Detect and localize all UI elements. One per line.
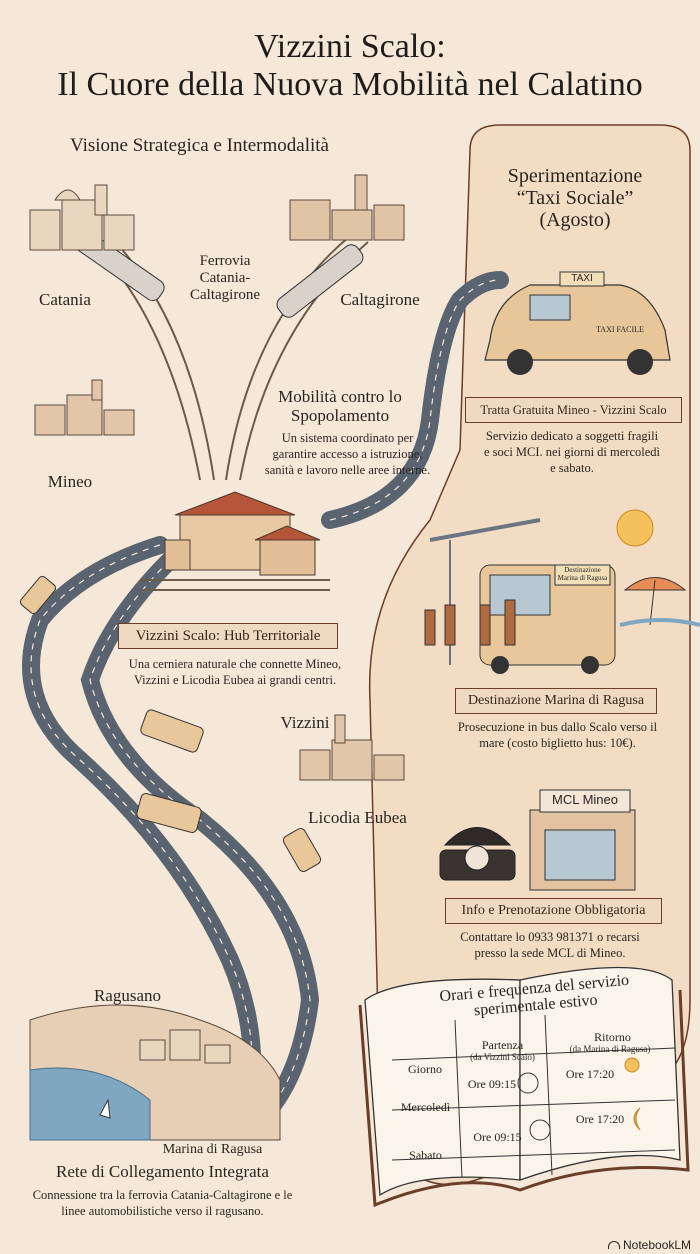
place-mineo: Mineo — [47, 472, 93, 491]
catania-town — [29, 184, 135, 251]
taxi-car — [484, 271, 671, 375]
shop-sign: MCL Mineo — [552, 792, 618, 807]
place-marina-di-ragusa: Marina di Ragusa — [162, 1142, 263, 1157]
schedule-header-return: Ritorno — [594, 1030, 631, 1044]
hub-banner: Vizzini Scalo: Hub Territoriale — [118, 623, 338, 649]
bus-icon-road-2 — [140, 709, 204, 753]
page-title-line-2: Il Cuore della Nuova Mobilità nel Calati… — [57, 66, 643, 103]
page-title-line-1: Vizzini Scalo: — [254, 28, 446, 65]
network-text: Connessione tra la ferrovia Catania-Calt… — [32, 1188, 293, 1218]
taxi-sign: TAXI — [571, 273, 593, 284]
taxi-text: Servizio dedicato a soggetti fragili e s… — [483, 429, 660, 475]
schedule-header-day: Giorno — [408, 1062, 442, 1076]
schedule-row-1-return: Ore 17:20 — [565, 1067, 615, 1081]
bus-icon-road-3 — [136, 793, 202, 833]
network-title: Rete di Collegamento Integrata — [56, 1162, 269, 1181]
taxi-heading: Sperimentazione “Taxi Sociale” (Agosto) — [507, 165, 643, 231]
road-markings — [30, 279, 501, 1121]
rail-label: Ferrovia Catania-Caltagirone — [190, 253, 260, 303]
taxi-door-text: TAXI FACILE — [596, 325, 644, 334]
telephone-icon — [439, 827, 516, 881]
place-vizzini: Vizzini — [280, 713, 330, 732]
schedule-header-return-sub: (da Marina di Ragusa) — [569, 1044, 651, 1054]
place-catania: Catania — [39, 290, 91, 309]
vizzini-town — [299, 714, 405, 781]
info-text: Contattare lo 0933 981371 o recarsi pres… — [460, 930, 640, 960]
depopulation-title: Mobilità contro lo Spopolamento — [278, 387, 402, 425]
schedule-row-1-day: Mercoledì — [400, 1100, 451, 1114]
depopulation-text: Un sistema coordinato per garantire acce… — [264, 431, 431, 477]
schedule-row-2-day: Sabato — [409, 1148, 442, 1162]
mineo-town — [34, 379, 135, 436]
bus-banner: Destinazione Marina di Ragusa — [455, 688, 657, 714]
place-licodia-eubea: Licodia Eubea — [308, 808, 407, 827]
bus-stop-scene — [424, 509, 700, 674]
bus-destination-sign: Destinazione Marina di Ragusa — [557, 566, 608, 582]
notebooklm-icon — [608, 1241, 620, 1249]
bus-text: Prosecuzione in bus dallo Scalo verso il… — [457, 720, 658, 750]
info-banner: Info e Prenotazione Obbligatoria — [445, 898, 662, 924]
caltagirone-town — [289, 174, 405, 241]
brand-label: NotebookLM — [623, 1238, 692, 1252]
taxi-banner: Tratta Gratuita Mineo - Vizzini Scalo — [465, 397, 682, 423]
place-ragusano: Ragusano — [93, 986, 162, 1005]
bus-icon-road-4 — [282, 828, 322, 872]
hub-text: Una cerniera naturale che connette Mineo… — [128, 657, 342, 687]
station-building — [140, 491, 330, 591]
schedule-book — [358, 966, 690, 1208]
place-caltagirone: Caltagirone — [340, 290, 420, 309]
schedule-row-2-departure: Ore 09:15 — [473, 1130, 522, 1144]
notebooklm-logo: NotebookLM — [608, 1238, 691, 1252]
vision-heading: Visione Strategica e Intermodalità — [70, 135, 329, 156]
schedule-row-2-return: Ore 17:20 — [575, 1112, 625, 1126]
train-caltagirone — [276, 244, 364, 318]
schedule-header-departure-sub: (da Vizzini Scalo) — [470, 1052, 535, 1062]
marina-di-ragusa-coast — [29, 1004, 281, 1141]
schedule-header-departure: Partenza — [481, 1038, 524, 1052]
mcl-shop — [529, 789, 636, 891]
schedule-row-1-departure: Ore 09:15 — [467, 1077, 517, 1091]
bus-icon-road-1 — [19, 575, 57, 615]
